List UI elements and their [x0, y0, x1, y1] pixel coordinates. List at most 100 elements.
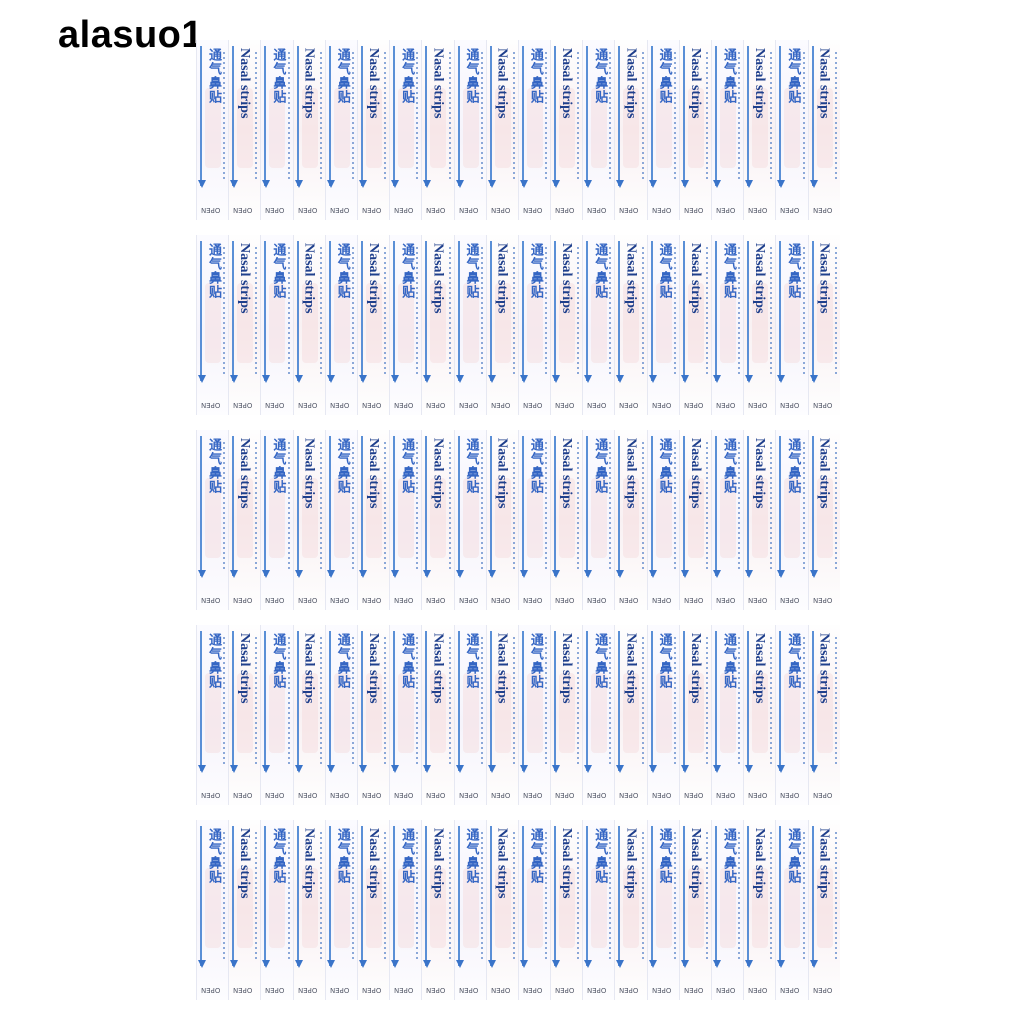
tear-open-label: OPEN	[265, 986, 285, 994]
arrow-down-icon	[455, 375, 464, 383]
packet-label-en: Nasal strips	[430, 828, 446, 899]
arrow-down-icon	[809, 960, 818, 968]
packet-label-cn: 通气鼻贴	[785, 633, 801, 689]
barcode-ticks	[641, 247, 644, 377]
arrow-down-icon	[487, 960, 496, 968]
packet-label-cn: 通气鼻贴	[270, 633, 286, 689]
barcode-ticks	[287, 832, 290, 962]
edge-stripe	[747, 436, 750, 576]
packet-label-cn: 通气鼻贴	[463, 243, 479, 299]
packet-label-en: Nasal strips	[559, 828, 575, 899]
edge-stripe	[715, 826, 717, 966]
edge-stripe	[457, 46, 460, 186]
arrow-down-icon	[391, 765, 400, 773]
arrow-down-icon	[487, 765, 496, 773]
tear-open-label: OPEN	[748, 206, 768, 214]
strip-tint	[623, 88, 640, 168]
strip-tint	[365, 88, 382, 168]
packet-label-en: Nasal strips	[816, 48, 832, 119]
packet-label-en: Nasal strips	[816, 438, 832, 509]
edge-stripe	[618, 826, 621, 966]
tear-open-label: OPEN	[297, 401, 317, 409]
edge-stripe	[618, 436, 621, 576]
tear-open-label: OPEN	[361, 986, 382, 994]
barcode-ticks	[351, 247, 354, 377]
edge-stripe	[425, 826, 428, 966]
tear-open-label: OPEN	[233, 401, 253, 409]
barcode-ticks	[609, 442, 612, 572]
packet-label-cn: 通气鼻贴	[206, 828, 221, 884]
edge-stripe	[393, 631, 396, 771]
strip-tint	[816, 478, 833, 558]
packet-label-cn: 通气鼻贴	[592, 633, 608, 689]
tear-open-label: OPEN	[812, 791, 832, 799]
barcode-ticks	[802, 247, 805, 377]
edge-stripe	[650, 241, 653, 381]
packet-label-en: Nasal strips	[687, 633, 703, 704]
strip-tint	[333, 673, 350, 753]
barcode-ticks	[223, 637, 226, 767]
arrow-down-icon	[552, 570, 561, 578]
packet-label-en: Nasal strips	[237, 828, 253, 899]
edge-stripe	[360, 46, 363, 186]
edge-stripe	[264, 436, 267, 576]
barcode-ticks	[384, 442, 387, 572]
strip-tint	[559, 478, 576, 558]
barcode-ticks	[319, 637, 322, 767]
barcode-ticks	[448, 247, 451, 377]
packet-label-cn: 通气鼻贴	[656, 48, 672, 104]
arrow-down-icon	[519, 180, 528, 188]
arrow-down-icon	[680, 375, 689, 383]
edge-stripe	[264, 241, 267, 381]
packet-label-cn: 通气鼻贴	[592, 828, 608, 884]
arrow-down-icon	[713, 765, 721, 773]
edge-stripe	[328, 46, 331, 186]
arrow-down-icon	[455, 765, 464, 773]
arrow-down-icon	[809, 180, 818, 188]
edge-stripe	[457, 436, 460, 576]
strip-tint	[784, 673, 801, 753]
arrow-down-icon	[487, 180, 496, 188]
arrow-down-icon	[423, 570, 432, 578]
edge-stripe	[682, 631, 685, 771]
packet-label-cn: 通气鼻贴	[463, 633, 479, 689]
strip-tint	[205, 88, 221, 168]
packet-label-cn: 通气鼻贴	[206, 633, 221, 689]
strip-tint	[462, 673, 479, 753]
barcode-ticks	[738, 832, 741, 962]
edge-stripe	[232, 436, 235, 576]
edge-stripe	[779, 631, 782, 771]
strip-tint	[752, 283, 769, 363]
barcode-ticks	[770, 442, 773, 572]
strip-tint	[752, 868, 769, 948]
arrow-down-icon	[777, 180, 786, 188]
strip-tint	[494, 283, 511, 363]
edge-stripe	[715, 241, 717, 381]
packet-label-cn: 通气鼻贴	[527, 633, 543, 689]
strip-tint	[462, 868, 479, 948]
tear-open-label: OPEN	[651, 401, 672, 409]
arrow-down-icon	[230, 765, 239, 773]
tear-open-label: OPEN	[394, 596, 414, 604]
arrow-down-icon	[198, 180, 206, 188]
tear-open-label: OPEN	[555, 206, 575, 214]
